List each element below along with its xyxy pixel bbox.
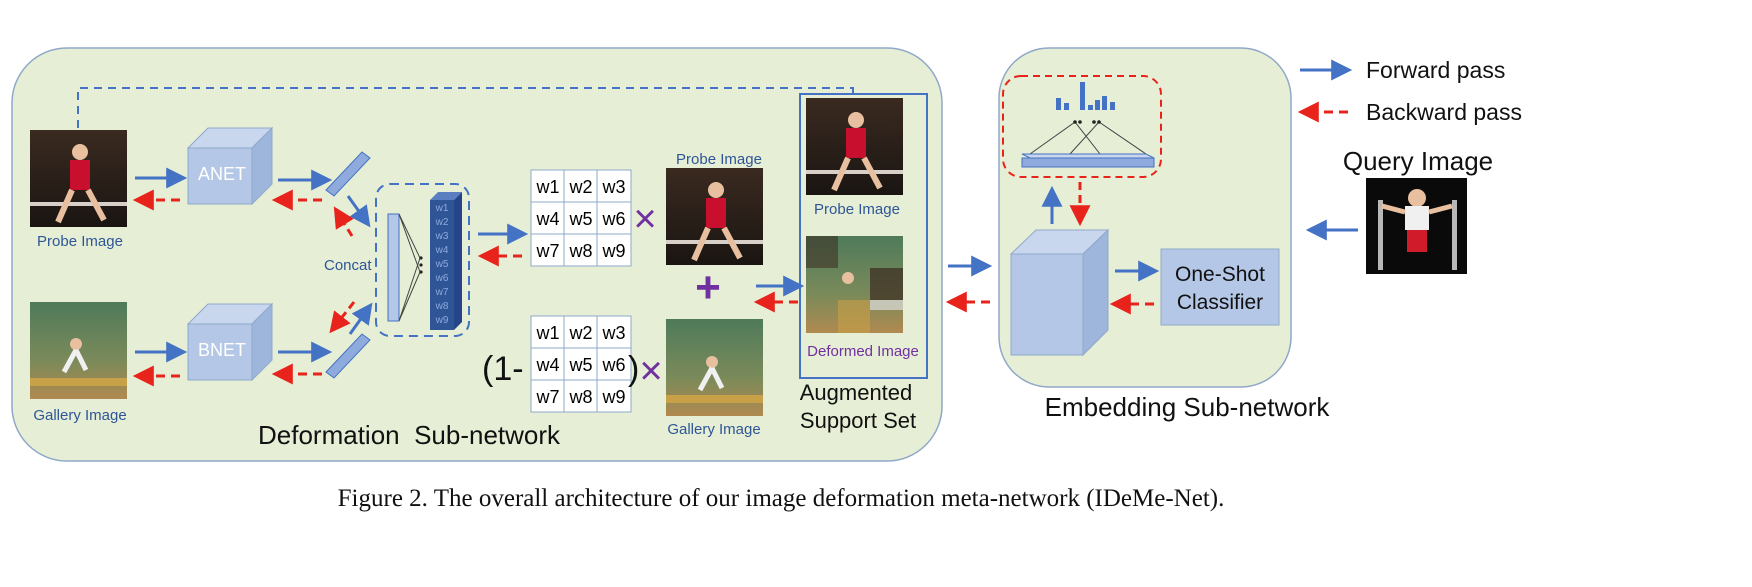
grid-cell: w2 (568, 177, 592, 197)
deformed-image (806, 236, 903, 333)
weight-label: w6 (435, 273, 449, 284)
query-image-label: Query Image (1343, 146, 1493, 176)
backward-arrow (329, 301, 356, 334)
plus-icon: + (695, 263, 721, 312)
grid-cell: w7 (535, 241, 559, 261)
gallery-image-left-label: Gallery Image (33, 407, 126, 424)
deformed-image-label: Deformed Image (807, 343, 919, 360)
legend-backward-label: Backward pass (1366, 99, 1522, 125)
feature-histogram-box (1002, 75, 1162, 178)
anet-cube (186, 126, 274, 206)
deformation-subnetwork-title: Deformation Sub-network (258, 420, 561, 450)
backward-arrow (333, 206, 354, 237)
grid-cell: w5 (568, 355, 592, 375)
gallery-image-left (30, 302, 127, 399)
figure-caption: Figure 2. The overall architecture of ou… (338, 485, 1225, 512)
weight-label: w1 (435, 203, 449, 214)
grid-cell: w4 (535, 355, 559, 375)
multiply-icon: × (639, 349, 662, 393)
augmented-title-line1: Augmented (800, 380, 913, 405)
weight-grid-bottom: w1 w2 w3 w4 w5 w6 w7 w8 w9 (530, 315, 632, 413)
weight-label: w9 (435, 315, 449, 326)
embedding-subnetwork-title: Embedding Sub-network (1045, 392, 1331, 422)
grid-cell: w1 (535, 177, 559, 197)
grid-cell: w3 (601, 323, 625, 343)
legend: Forward pass Backward pass (1297, 57, 1522, 125)
grid-cell: w9 (601, 241, 625, 261)
query-image (1366, 178, 1467, 274)
probe-image-left (30, 130, 127, 227)
embedding-feature-bar (1021, 153, 1155, 168)
concat-feature-bar (387, 213, 400, 322)
weight-label: w8 (435, 301, 449, 312)
grid-cell: w8 (568, 241, 592, 261)
forward-arrow (346, 195, 371, 228)
multiply-icon: × (633, 197, 656, 241)
mid-gallery-image-label: Gallery Image (667, 421, 760, 438)
anet-feature-bar (325, 151, 371, 197)
forward-arrow (348, 302, 373, 335)
classifier-label-line2: Classifier (1177, 291, 1263, 314)
grid-cell: w1 (535, 323, 559, 343)
anet-label: ANET (198, 164, 246, 184)
weight-column: w1 w2 w3 w4 w5 w6 w7 w8 w9 (430, 192, 462, 330)
grid-cell: w8 (568, 387, 592, 407)
fc-lines (1029, 121, 1147, 155)
close-paren-label: ) (628, 350, 639, 388)
weight-label: w3 (435, 231, 449, 242)
weight-label: w2 (435, 217, 449, 228)
bnet-cube (186, 302, 274, 382)
probe-image-mid (666, 168, 763, 265)
mid-probe-image-label: Probe Image (676, 151, 762, 168)
grid-cell: w4 (535, 209, 559, 229)
bnet-label: BNET (198, 340, 246, 360)
probe-image-left-label: Probe Image (37, 233, 123, 250)
concat-fc-lines (398, 213, 421, 322)
grid-cell: w6 (601, 355, 625, 375)
weight-grid-top: w1 w2 w3 w4 w5 w6 w7 w8 w9 (530, 169, 632, 267)
histogram-icon (1056, 82, 1115, 110)
augmented-support-set-box (799, 93, 928, 379)
one-minus-label: (1- (482, 350, 524, 388)
concat-dashed-box (375, 183, 470, 337)
grid-cell: w2 (568, 323, 592, 343)
grid-cell: w5 (568, 209, 592, 229)
weight-label: w7 (435, 287, 449, 298)
grid-cell: w9 (601, 387, 625, 407)
augmented-title-line2: Support Set (800, 408, 916, 433)
augmented-probe-label: Probe Image (814, 201, 900, 218)
one-shot-classifier-box (1160, 248, 1280, 326)
grid-cell: w7 (535, 387, 559, 407)
grid-cell: w6 (601, 209, 625, 229)
concat-label: Concat (324, 257, 372, 274)
grid-cell: w3 (601, 177, 625, 197)
embedding-cube (1009, 228, 1110, 357)
augmented-probe-image (806, 98, 903, 195)
classifier-label-line1: One-Shot (1175, 263, 1265, 286)
weight-label: w4 (435, 245, 449, 256)
gallery-image-mid (666, 319, 763, 416)
bnet-feature-bar (325, 333, 371, 379)
legend-forward-label: Forward pass (1366, 57, 1505, 83)
weight-label: w5 (435, 259, 449, 270)
